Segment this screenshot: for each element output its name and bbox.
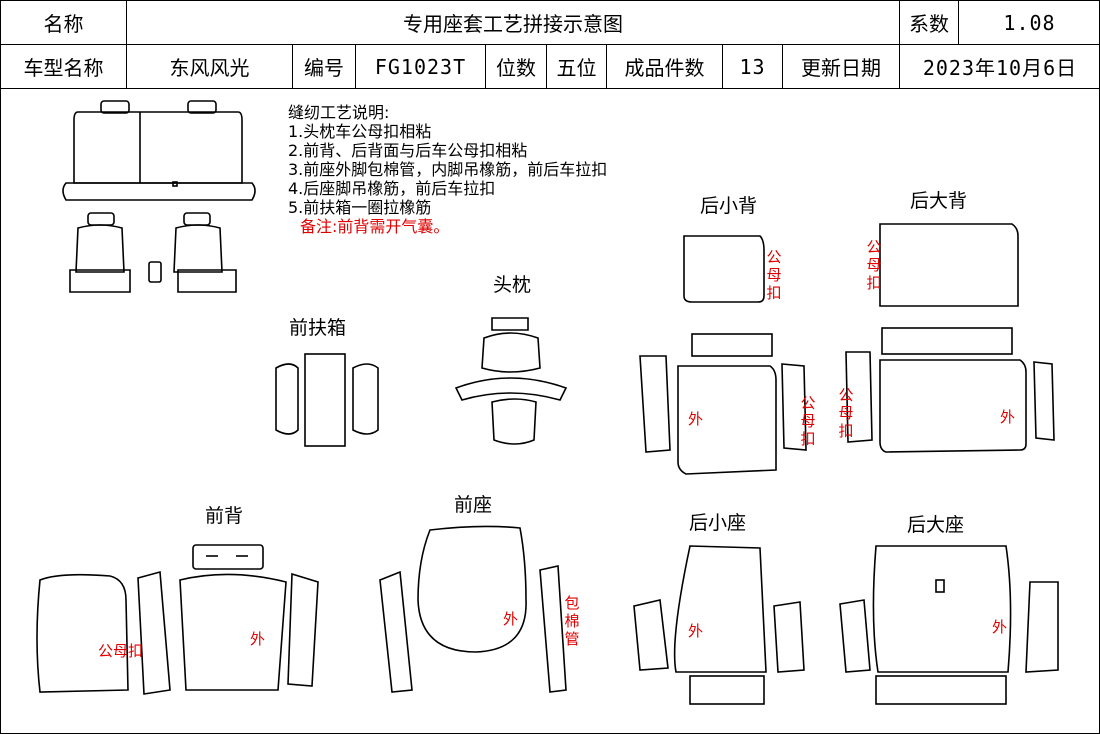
rear-small-back-pieces [639, 235, 807, 475]
pieces-label: 成品件数 [606, 44, 723, 89]
mark-snap-front-back: 公母扣 [98, 642, 144, 660]
mark-outer-front-seat: 外 [503, 610, 519, 628]
front-armrest-pieces [275, 353, 379, 447]
label-rear-large-seat: 后大座 [907, 514, 965, 536]
document-title: 专用座套工艺拼接示意图 [126, 0, 900, 45]
mark-outer-rear-small-back: 外 [688, 410, 704, 428]
note-item: 1.头枕车公母扣相粘 [288, 122, 432, 141]
date-value: 2023年10月6日 [899, 44, 1100, 89]
mark-cotton-tube: 包棉管 [564, 594, 580, 648]
date-label: 更新日期 [782, 44, 900, 89]
seats-label: 位数 [485, 44, 547, 89]
pieces-value: 13 [722, 44, 783, 89]
seats-value: 五位 [546, 44, 607, 89]
overview-front-seats [69, 212, 237, 293]
note-item: 3.前座外脚包棉管，内脚吊橡筋，前后车拉扣 [288, 160, 608, 179]
label-rear-large-back: 后大背 [910, 190, 968, 212]
title-block: 名称 专用座套工艺拼接示意图 系数 1.08 车型名称 东风风光 编号 FG10… [0, 0, 1100, 89]
code-label: 编号 [292, 44, 356, 89]
notes-title: 缝纫工艺说明: [288, 103, 390, 122]
headrest-pieces [454, 317, 568, 445]
overview-rear-bench [62, 100, 256, 201]
label-rear-small-seat: 后小座 [689, 512, 747, 534]
code-value: FG1023T [355, 44, 486, 89]
label-front-armrest: 前扶箱 [289, 317, 347, 339]
mark-outer-rear-large-seat: 外 [992, 618, 1008, 636]
label-rear-small-back: 后小背 [700, 195, 758, 217]
sewing-notes: 缝纫工艺说明: 1.头枕车公母扣相粘 2.前背、后背面与后车公母扣相粘 3.前座… [288, 103, 607, 236]
label-front-back: 前背 [205, 505, 244, 527]
label-headrest: 头枕 [493, 274, 532, 296]
note-item: 4.后座脚吊橡筋，前后车拉扣 [288, 179, 496, 198]
mark-snap-rear-small-back: 公母扣 [766, 248, 782, 302]
mark-outer-rear-small-seat: 外 [688, 622, 704, 640]
mark-snap-rear-small-side: 公母扣 [800, 394, 816, 448]
note-item: 5.前扶箱一圈拉橡筋 [288, 198, 432, 217]
mark-outer-front-back: 外 [250, 630, 266, 648]
mark-snap-rear-large-side: 公母扣 [838, 386, 854, 440]
notes-remark: 备注:前背需开气囊。 [300, 217, 450, 236]
rear-large-seat-pieces [839, 545, 1059, 705]
model-value: 东风风光 [126, 44, 293, 89]
front-seat-pieces [379, 525, 567, 693]
rear-small-seat-pieces [633, 545, 805, 705]
model-label: 车型名称 [0, 44, 127, 89]
coefficient-value: 1.08 [958, 0, 1100, 45]
note-item: 2.前背、后背面与后车公母扣相粘 [288, 141, 528, 160]
label-front-seat: 前座 [454, 494, 493, 516]
front-back-pieces [36, 544, 319, 695]
mark-snap-rear-large-back: 公母扣 [866, 238, 882, 292]
rear-large-back-pieces [845, 223, 1055, 453]
mark-outer-rear-large-back: 外 [1000, 408, 1016, 426]
